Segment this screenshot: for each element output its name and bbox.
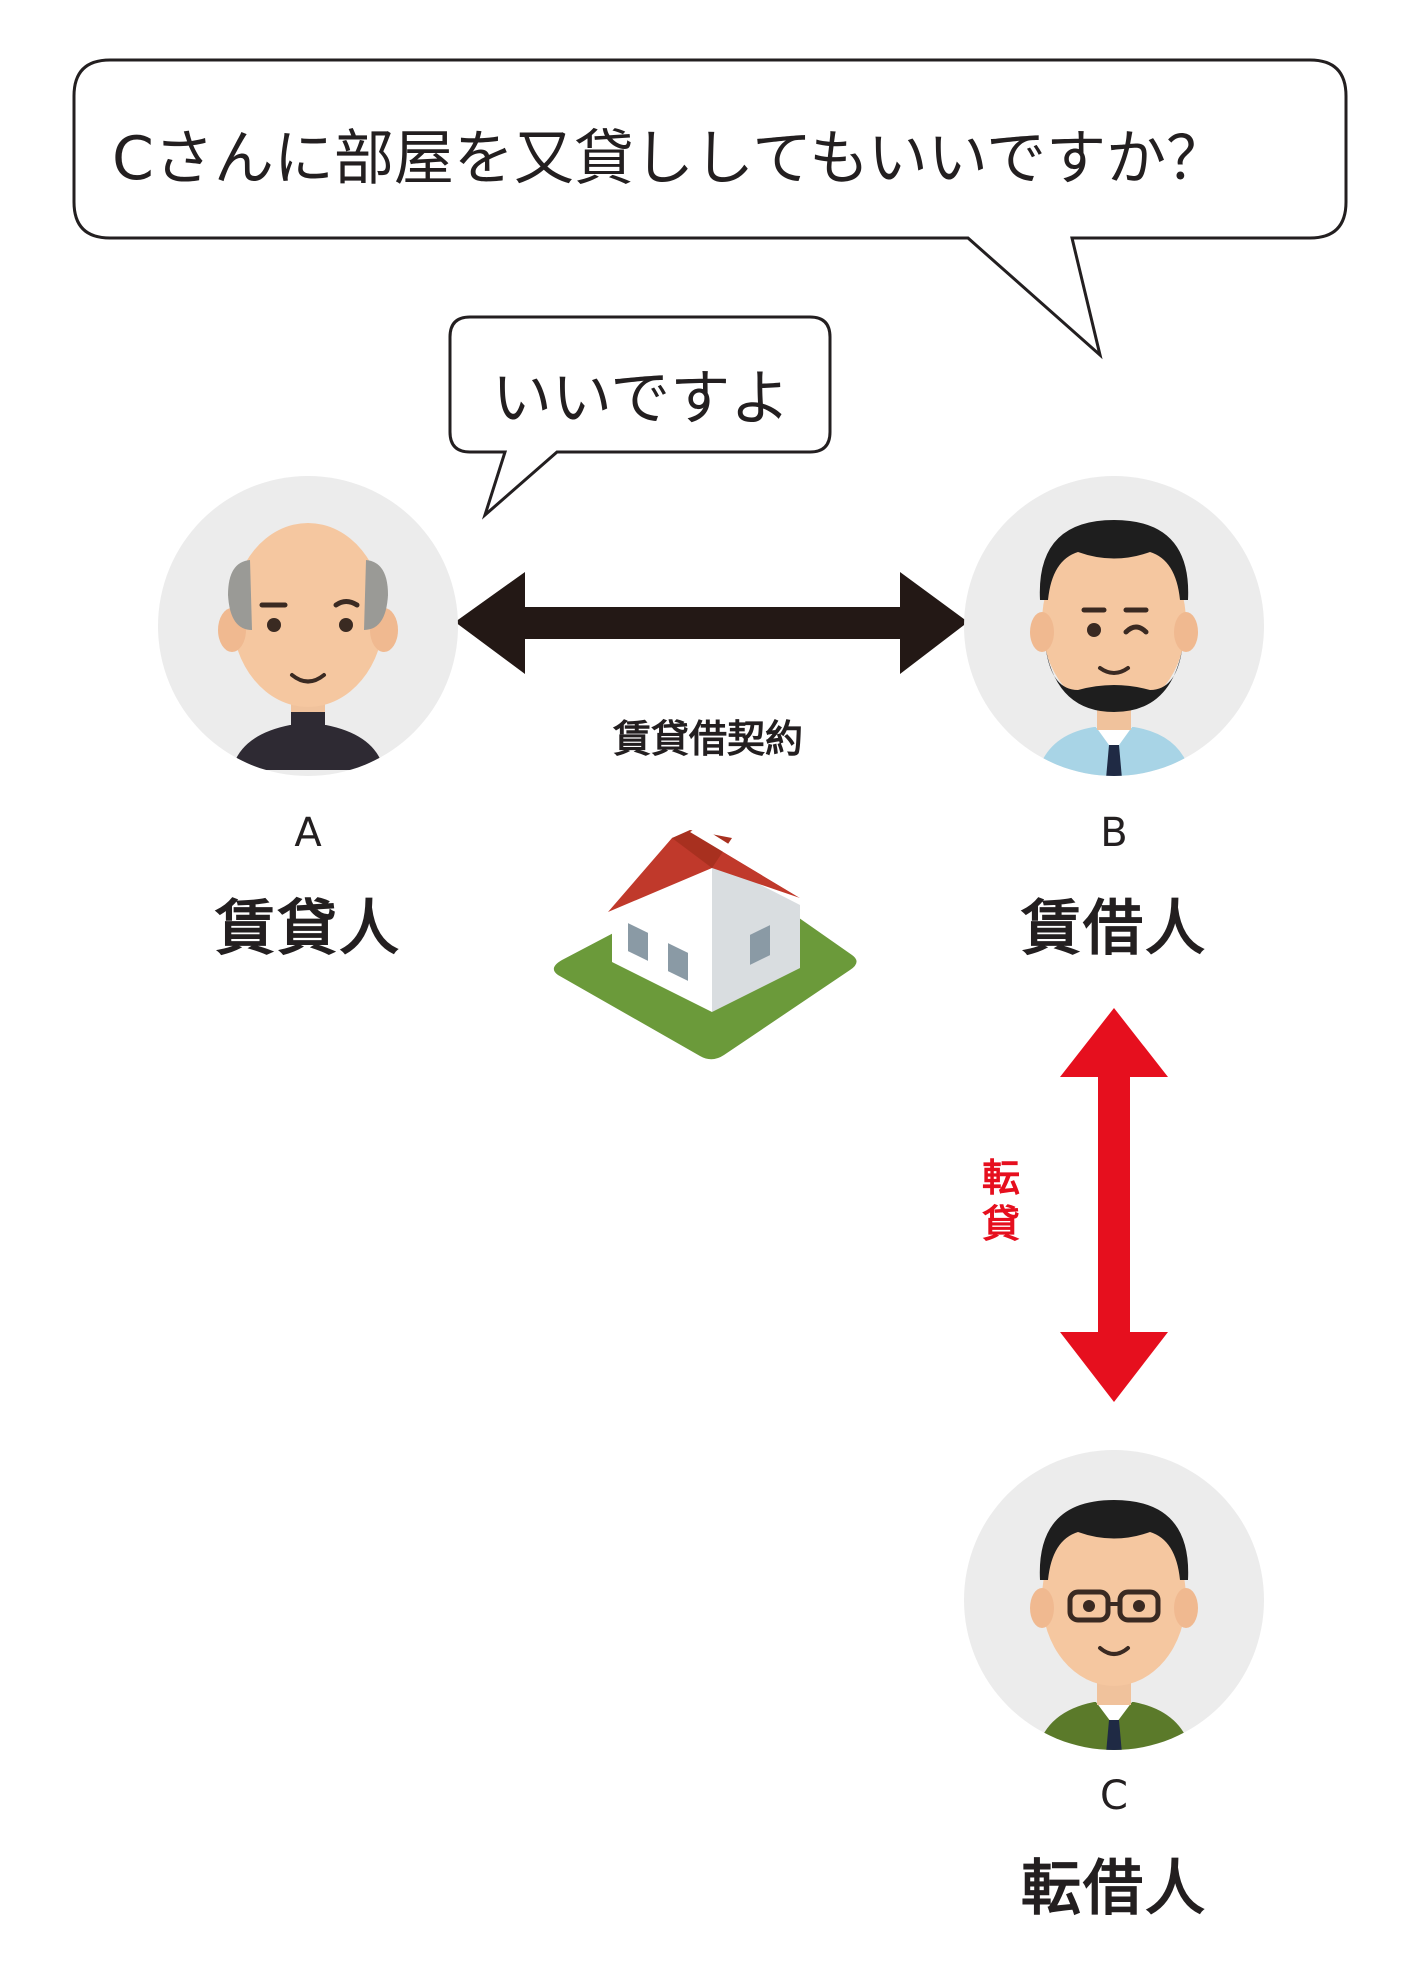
person-c-letter: C (1100, 1773, 1128, 1819)
answer-bubble-text: いいですよ (492, 364, 791, 434)
bearded-man-avatar-icon (964, 476, 1264, 776)
house-icon (553, 826, 857, 1060)
sublease-arrow (1060, 1008, 1168, 1402)
person-b-letter: B (1100, 810, 1128, 856)
sublease-label: 転貸 (981, 1156, 1020, 1246)
question-bubble-text: Cさんに部屋を又貸ししてもいいですか？ (112, 124, 1227, 194)
speech-bubble-large (72, 58, 1348, 360)
person-a-letter: A (294, 810, 322, 856)
speech-bubble-small (448, 315, 832, 520)
old-man-avatar-icon (158, 476, 458, 776)
person-c-role: 転借人 (1021, 1854, 1207, 1924)
person-b-role: 賃借人 (1021, 894, 1207, 964)
lease-contract-arrow (455, 572, 968, 674)
lease-contract-label: 賃貸借契約 (612, 717, 803, 761)
glasses-man-avatar-icon (964, 1450, 1264, 1750)
person-a-role: 賃貸人 (215, 894, 401, 964)
